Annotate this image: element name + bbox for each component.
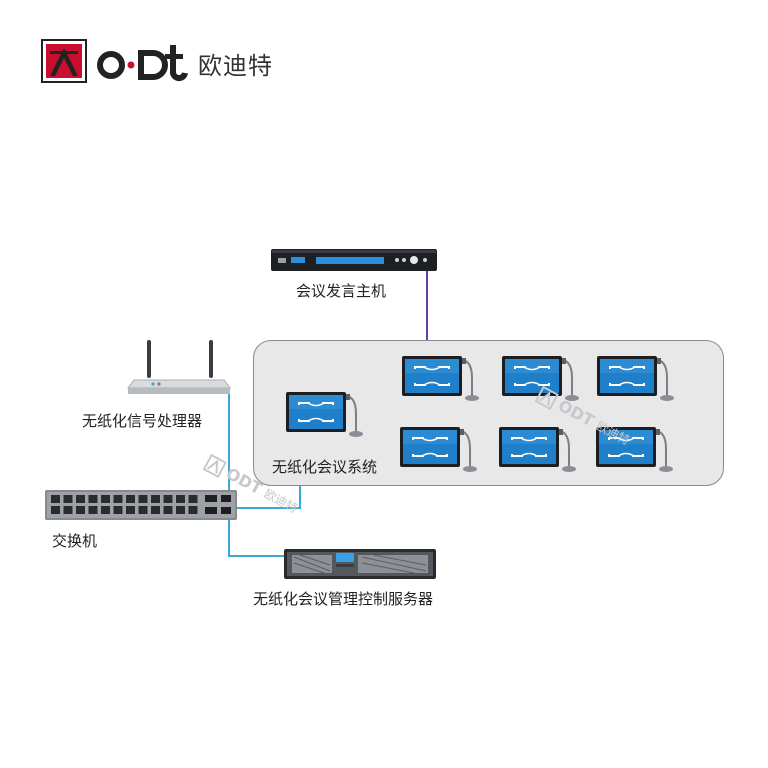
conference-host-label: 会议发言主机 — [296, 282, 387, 300]
switch-port — [126, 506, 135, 514]
switch-port — [63, 495, 73, 503]
terminal-1 — [285, 391, 364, 438]
switch-port — [188, 495, 198, 503]
switch-port — [51, 495, 60, 503]
watermark-1: ODT 欧迪特 — [202, 452, 302, 518]
switch-port — [88, 495, 98, 503]
signal-processor-label: 无纸化信号处理器 — [82, 412, 203, 430]
switch-to-server-cable — [228, 518, 284, 557]
management-server-label: 无纸化会议管理控制服务器 — [253, 590, 434, 608]
switch-port — [138, 506, 148, 514]
switch-port — [88, 506, 98, 514]
switch-port — [113, 506, 123, 514]
paperless-system-label: 无纸化会议系统 — [272, 458, 378, 476]
management-server-device — [284, 549, 436, 579]
switch-to-system-cable — [236, 484, 301, 509]
terminal-2 — [401, 355, 480, 402]
switch-port — [176, 495, 185, 503]
brand-wordmark — [97, 45, 188, 82]
switch-port — [76, 495, 85, 503]
terminal-5 — [399, 426, 478, 473]
switch-port — [63, 506, 73, 514]
switch-port — [76, 506, 85, 514]
switch-port — [163, 495, 173, 503]
switch-port — [176, 506, 185, 514]
switch-port — [51, 506, 60, 514]
terminal-6 — [498, 426, 577, 473]
brand-emblem-icon — [41, 39, 87, 83]
switch-port — [151, 495, 160, 503]
switch-port — [188, 506, 198, 514]
switch-port — [163, 506, 173, 514]
conference-host-device — [271, 249, 437, 271]
terminal-4 — [596, 355, 675, 402]
watermark-2: ODT 欧迪特 — [534, 384, 634, 450]
signal-processor-router-icon — [127, 340, 231, 394]
network-switch-device — [45, 490, 237, 520]
switch-port — [113, 495, 123, 503]
brand-logo: 欧迪特 — [41, 39, 289, 83]
switch-port — [101, 495, 110, 503]
switch-port — [101, 506, 110, 514]
brand-name: 欧迪特 — [198, 52, 273, 80]
switch-port — [151, 506, 160, 514]
switch-port — [126, 495, 135, 503]
switch-label: 交换机 — [52, 532, 98, 550]
switch-port — [138, 495, 148, 503]
